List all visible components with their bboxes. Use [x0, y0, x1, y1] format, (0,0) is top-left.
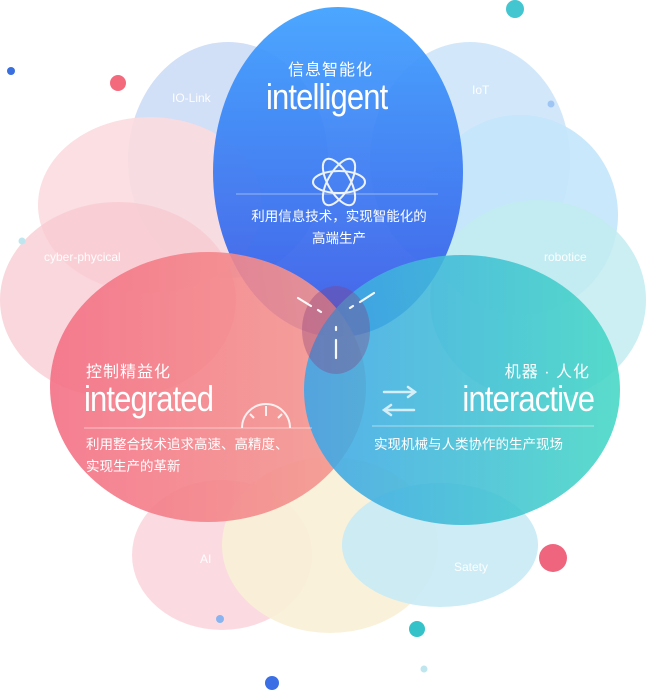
atom-icon: [312, 157, 366, 207]
decor-dot: [539, 544, 567, 572]
intelligent-cn-title: 信息智能化: [288, 62, 374, 79]
decor-dot: [409, 621, 425, 637]
decor-dot: [547, 100, 555, 108]
label-iot: IoT: [472, 83, 490, 97]
gauge-icon: [241, 403, 291, 429]
label-io-link: IO-Link: [172, 91, 211, 105]
decor-dot: [506, 0, 524, 18]
intelligent-en-title: intelligent: [266, 76, 388, 117]
swap-arrows-icon: [381, 385, 418, 417]
integrated-cn-title: 控制精益化: [86, 364, 172, 381]
integrated-en-title: integrated: [84, 378, 214, 419]
decor-dot: [7, 67, 15, 75]
label-robotice: robotice: [544, 250, 587, 264]
label-cyber-phycical: cyber-phycical: [44, 250, 121, 264]
interactive-description: 实现机械与人类协作的生产现场: [374, 437, 563, 452]
intelligent-desc-line2: 高端生产: [312, 231, 366, 246]
interactive-en-title: interactive: [462, 378, 595, 419]
circle-integrated: [50, 252, 366, 522]
decor-dot: [110, 75, 126, 91]
intelligent-description: 利用信息技术，实现智能化的 高端生产: [236, 206, 442, 250]
decor-dot: [420, 665, 428, 673]
decor-dot: [18, 237, 26, 245]
interactive-cn-title: 机器 · 人化: [504, 364, 590, 381]
integrated-desc-line1: 利用整合技术追求高速、高精度、: [86, 437, 289, 452]
decor-dot: [216, 615, 224, 623]
intelligent-desc-line1: 利用信息技术，实现智能化的: [251, 209, 427, 224]
label-ai: AI: [200, 552, 212, 566]
integrated-desc-line2: 实现生产的革新: [86, 459, 181, 474]
label-safety: Satety: [454, 560, 489, 574]
integrated-description: 利用整合技术追求高速、高精度、 实现生产的革新: [86, 434, 326, 478]
circle-interactive: [304, 255, 620, 525]
center-mark-icon: [296, 291, 376, 360]
decor-dot: [265, 676, 279, 690]
